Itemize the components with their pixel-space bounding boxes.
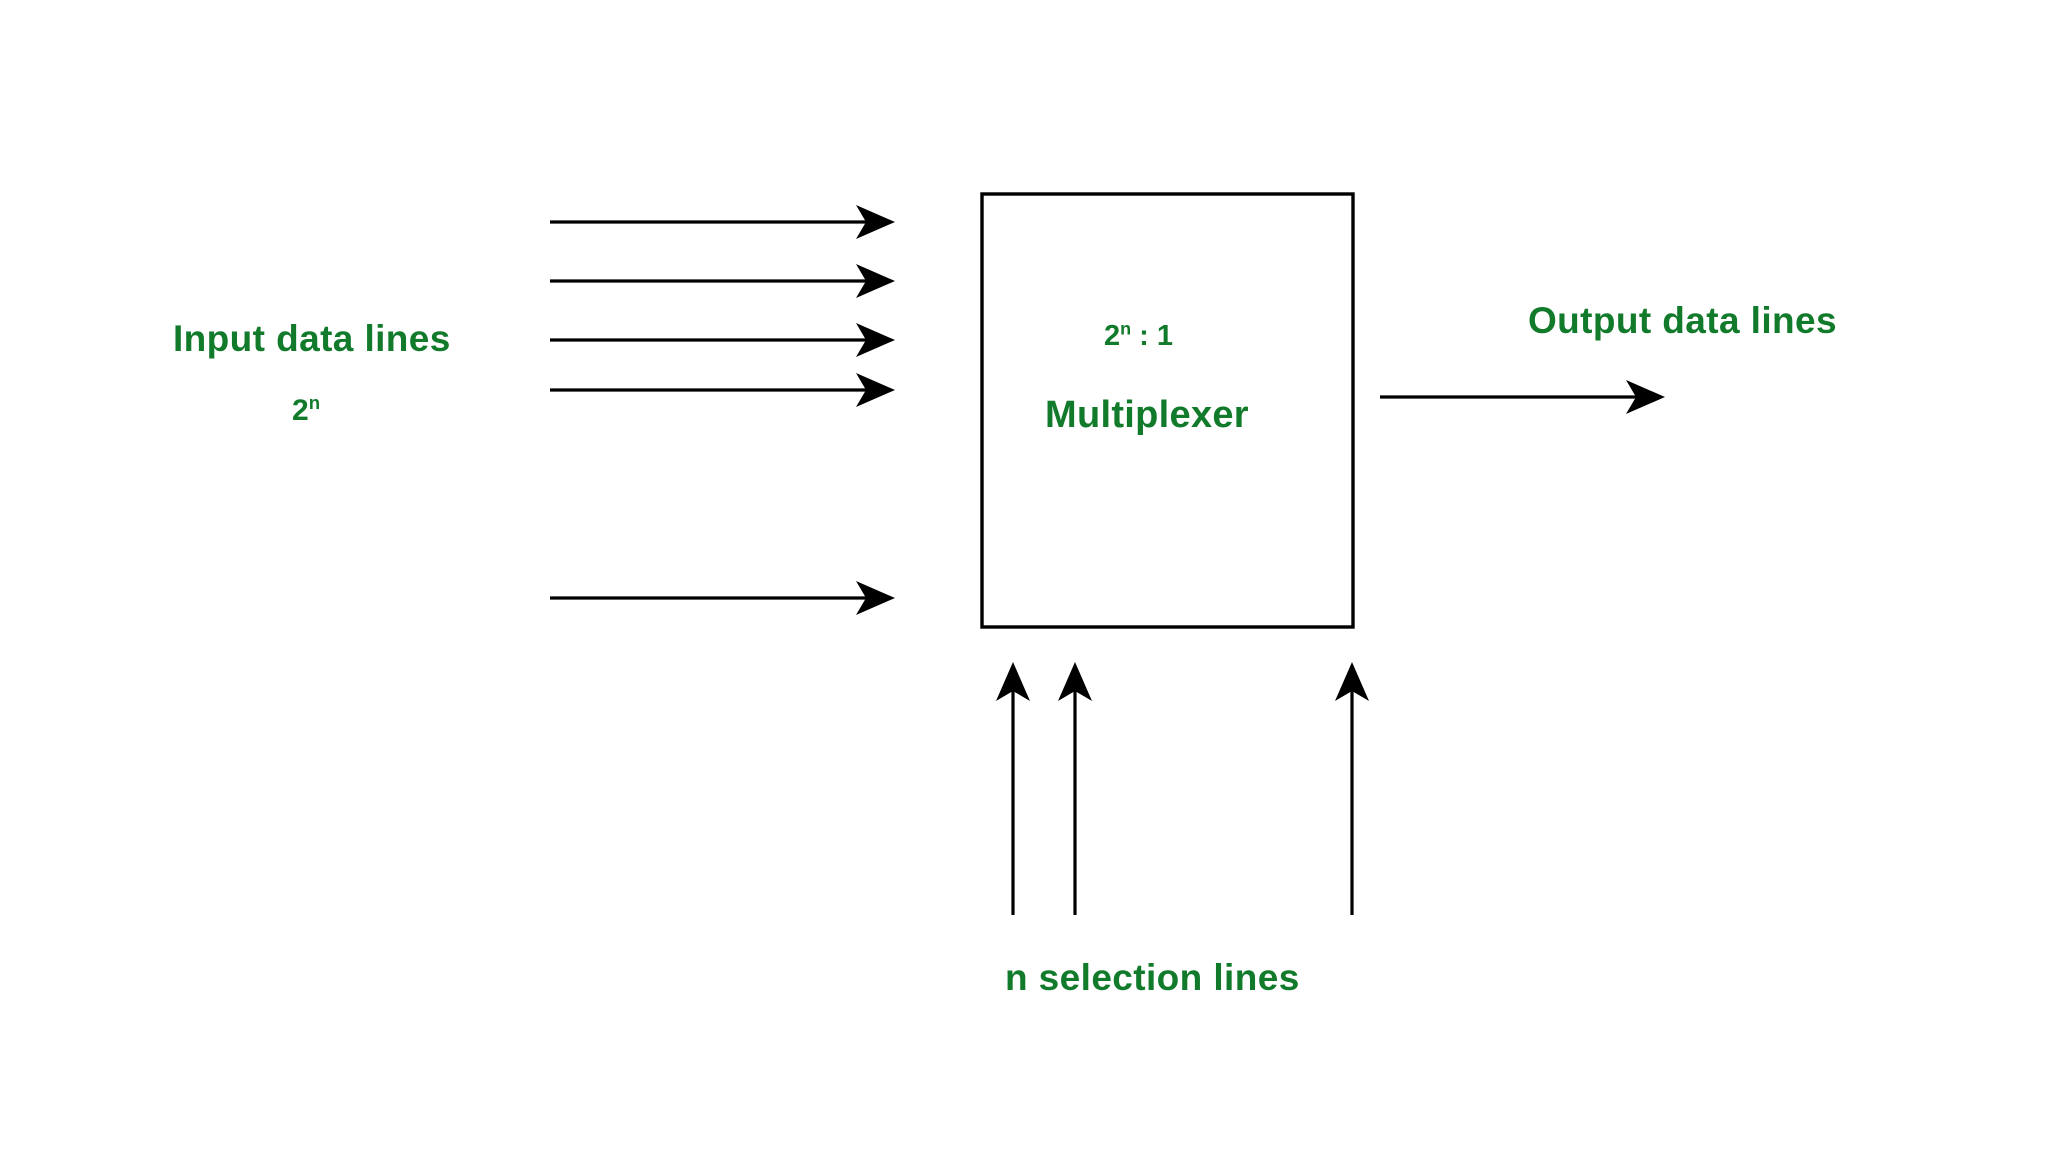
input-count-base: 2 [292, 394, 309, 427]
selection-arrow-3 [1335, 662, 1369, 915]
mux-ratio-exponent: n [1120, 318, 1132, 339]
input-data-arrow-3 [550, 323, 895, 357]
multiplexer-ratio-label: 2n : 1 [1104, 319, 1174, 352]
input-data-arrow-1 [550, 205, 895, 239]
input-count-label: 2n [292, 393, 320, 427]
mux-ratio-base: 2 [1104, 320, 1121, 352]
input-data-arrows [550, 205, 895, 615]
selection-arrow-2 [1058, 662, 1092, 915]
multiplexer-block-outline [980, 192, 1355, 629]
selection-arrows [996, 662, 1369, 915]
output-data-lines-label: Output data lines [1528, 300, 1837, 341]
selection-lines-label: n selection lines [1005, 957, 1300, 998]
input-data-arrow-2 [550, 264, 895, 298]
selection-arrow-1 [996, 662, 1030, 915]
output-data-arrow [1380, 380, 1665, 414]
input-data-lines-label: Input data lines [173, 318, 451, 359]
mux-ratio-suffix: : 1 [1131, 320, 1174, 352]
input-data-arrow-4 [550, 373, 895, 407]
multiplexer-title-label: Multiplexer [1045, 394, 1249, 436]
input-count-exponent: n [308, 392, 321, 413]
input-data-arrow-5 [550, 581, 895, 615]
